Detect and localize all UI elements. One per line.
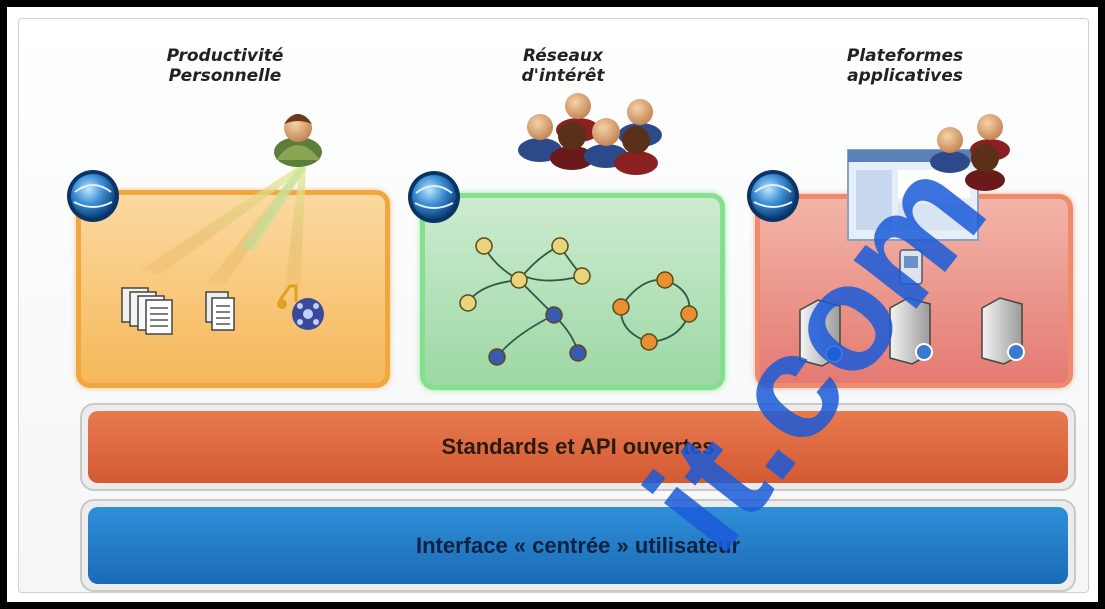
interface-layer: Interface « centrée » utilisateur (80, 499, 1076, 592)
media-icon (277, 284, 324, 330)
server-icon (799, 299, 843, 367)
documents-stack-icon (121, 287, 173, 335)
title-networks: Réseaux d'intérêt (521, 46, 605, 86)
network-nodes (459, 237, 698, 366)
title-productivity: Productivité Personnelle (166, 46, 284, 86)
globe-icon-productivity (67, 170, 119, 222)
phone-icon (899, 249, 923, 285)
group-of-people-icon-platforms (930, 114, 1010, 191)
globe-icon-networks (408, 171, 460, 223)
interface-label: Interface « centrée » utilisateur (415, 532, 741, 558)
user-icon (274, 114, 322, 167)
network-graph (467, 245, 691, 358)
document-icon (205, 291, 235, 331)
server-icon-3 (981, 297, 1025, 365)
watermark: it.com (613, 128, 1017, 580)
standards-layer: Standards et API ouvertes (80, 403, 1076, 491)
globe-icon-platforms (747, 170, 799, 222)
server-icon-2 (889, 297, 933, 365)
light-rays (140, 165, 306, 290)
title-platforms: Plateformes applicatives (846, 46, 964, 86)
group-of-people-icon (518, 93, 662, 175)
interface-bar: Interface « centrée » utilisateur (88, 507, 1068, 584)
productivity-panel (76, 190, 390, 388)
standards-bar: Standards et API ouvertes (88, 411, 1068, 483)
standards-label: Standards et API ouvertes (441, 434, 715, 459)
